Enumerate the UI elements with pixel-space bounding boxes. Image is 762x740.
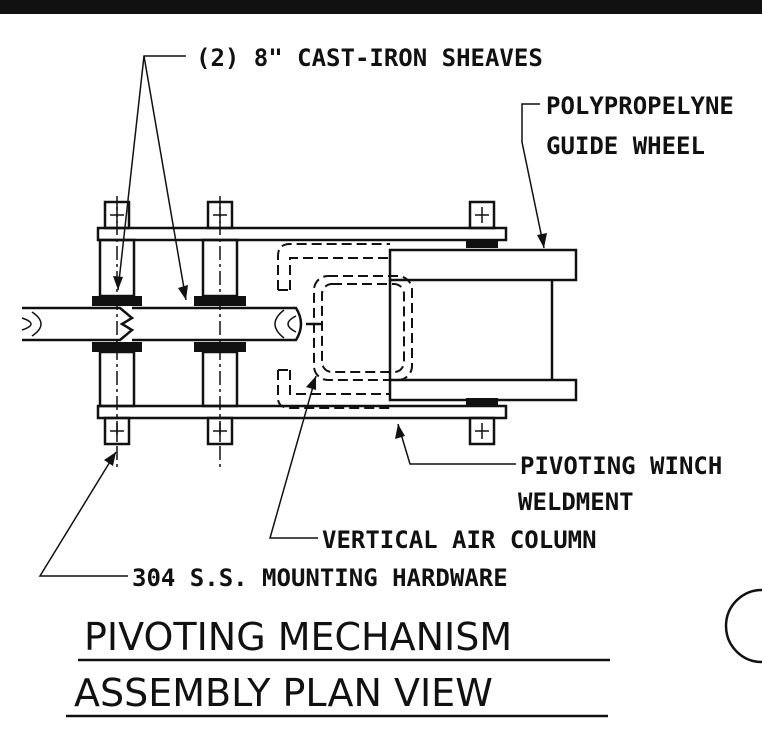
- sheaves: [21, 306, 322, 342]
- mechanism: [21, 196, 578, 470]
- label-air-column: VERTICAL AIR COLUMN: [322, 526, 597, 554]
- title-line2: ASSEMBLY PLAN VIEW: [74, 671, 493, 715]
- label-guide-wheel-line2: GUIDE WHEEL: [546, 132, 705, 160]
- air-column: [313, 275, 413, 381]
- label-hardware: 304 S.S. MOUNTING HARDWARE: [132, 564, 508, 592]
- bolt-middle: [194, 196, 246, 470]
- label-pivoting-line1: PIVOTING WINCH: [520, 452, 722, 480]
- bolt-right: [466, 200, 498, 446]
- bottom-side-plate: [96, 404, 508, 420]
- label-sheaves: (2) 8" CAST-IRON SHEAVES: [196, 44, 543, 72]
- title-line1: PIVOTING MECHANISM: [84, 615, 512, 659]
- bolt-left: [92, 196, 142, 470]
- weldment-outline: [277, 243, 390, 409]
- leader-lines: [38, 55, 547, 577]
- detail-bubble: [724, 588, 762, 664]
- top-side-plate: [96, 226, 508, 242]
- top-border: [0, 0, 762, 14]
- guide-wheel: [388, 248, 578, 402]
- label-pivoting-line2: WELDMENT: [518, 488, 634, 516]
- label-guide-wheel-line1: POLYPROPELYNE: [546, 92, 734, 120]
